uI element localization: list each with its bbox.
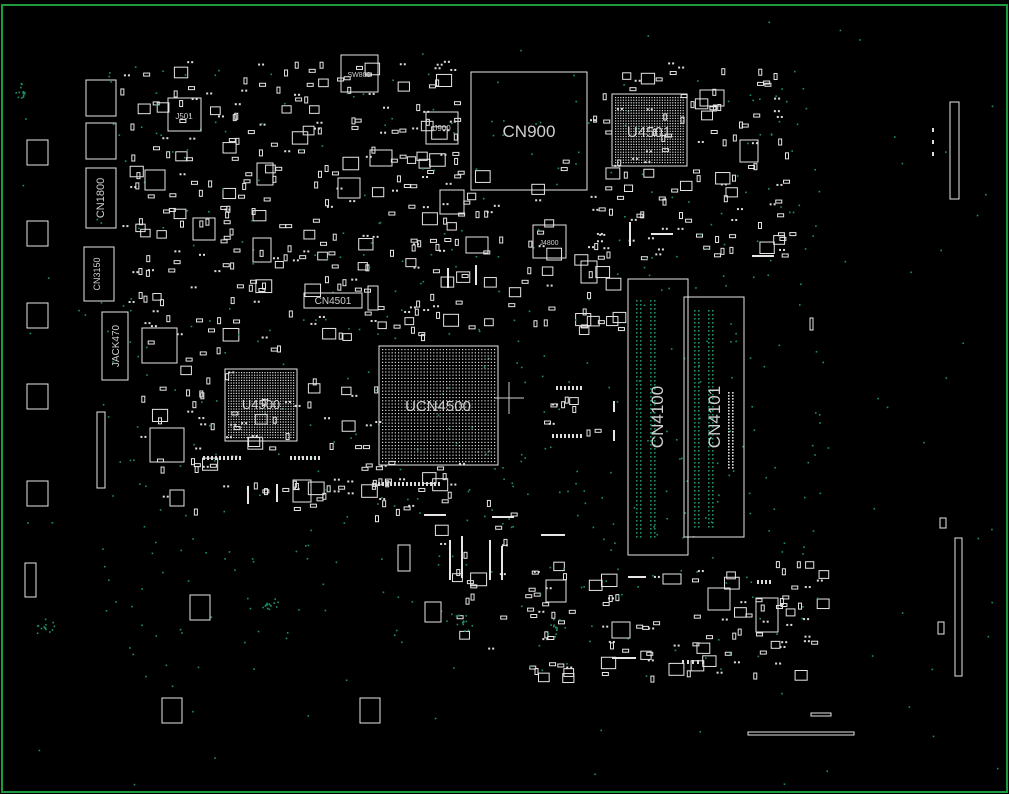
component-u4501[interactable]: U4501 xyxy=(611,93,688,167)
linear-parts xyxy=(203,128,934,664)
component-j4800[interactable]: J4800 xyxy=(532,224,567,259)
component-jack470[interactable]: JACK470 xyxy=(101,311,129,381)
component-label-cn3150: CN3150 xyxy=(92,257,102,290)
via-layer xyxy=(15,21,999,786)
misc-outlines xyxy=(24,79,779,724)
component-label-cn900: CN900 xyxy=(503,122,556,141)
component-label-sw800: SW800 xyxy=(348,72,371,79)
component-cn1800[interactable]: CN1800 xyxy=(85,167,117,229)
right-edge-connectors xyxy=(747,101,963,736)
crosshair-cursor xyxy=(494,382,524,414)
component-cn3150[interactable]: CN3150 xyxy=(83,246,115,302)
component-label-j501: J501 xyxy=(175,112,193,121)
component-j501[interactable]: J501 xyxy=(167,97,202,132)
small-parts-layer xyxy=(120,60,830,684)
component-label-j4800: J4800 xyxy=(539,240,558,247)
component-sw800[interactable]: SW800 xyxy=(340,54,379,93)
component-ucn4500[interactable]: UCN4500 xyxy=(378,345,499,466)
component-cn4101[interactable]: CN4101 xyxy=(683,296,745,538)
component-label-cn1800: CN1800 xyxy=(95,178,107,218)
component-label-u4500: U4500 xyxy=(242,397,280,412)
component-label-cn4501: CN4501 xyxy=(315,296,352,307)
component-label-jack470: JACK470 xyxy=(111,324,122,367)
component-u4500[interactable]: U4500 xyxy=(224,368,298,442)
component-label-cn4100: CN4100 xyxy=(648,386,667,448)
board-frame xyxy=(1,4,1008,793)
component-cn900[interactable]: CN900 xyxy=(470,71,588,191)
component-label-cn4101: CN4101 xyxy=(705,386,724,448)
component-cn4100[interactable]: CN4100 xyxy=(627,278,689,556)
component-j900[interactable]: J900 xyxy=(425,111,459,145)
component-label-j900: J900 xyxy=(433,124,451,133)
component-cn4501[interactable]: CN4501 xyxy=(303,292,363,309)
